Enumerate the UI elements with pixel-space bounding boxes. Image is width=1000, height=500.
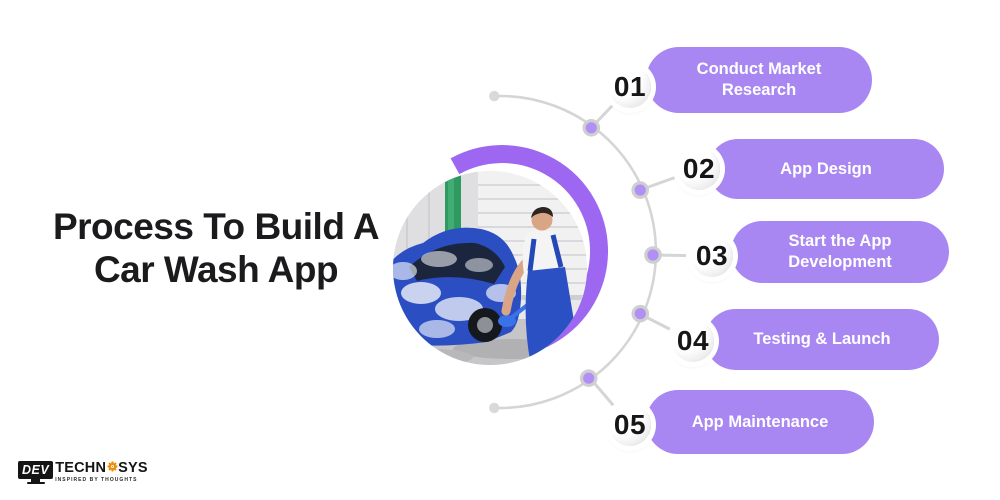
step-label-5: App Maintenance bbox=[691, 412, 829, 431]
step-pill-1: Conduct Market Research bbox=[646, 47, 872, 113]
step-label-1: Conduct Market Research bbox=[696, 60, 822, 99]
page-title-line2: Car Wash App bbox=[93, 248, 339, 290]
step-pill-5: App Maintenance bbox=[646, 390, 874, 454]
car-wash-photo bbox=[393, 171, 587, 365]
dev-technosys-logo: DEV TECHN bbox=[18, 461, 148, 484]
step-number-4: 04 bbox=[672, 320, 714, 362]
logo-dev-text: DEV bbox=[18, 461, 54, 479]
gear-icon bbox=[107, 461, 118, 476]
step-number-5: 05 bbox=[609, 404, 651, 446]
step-pill-3: Start the App Development bbox=[731, 221, 949, 283]
step-number-5-text: 05 bbox=[613, 409, 647, 440]
step-node-dot bbox=[631, 304, 650, 323]
page-title-line1: Process To Build A bbox=[52, 206, 380, 247]
logo-monitor-stand bbox=[31, 478, 41, 482]
step-node-dot bbox=[631, 181, 649, 199]
logo-brand-left: TECHN bbox=[55, 460, 107, 476]
step-nodes bbox=[579, 119, 662, 387]
arc-endpoint-dot bbox=[489, 402, 500, 414]
logo-monitor-icon: DEV bbox=[18, 461, 54, 484]
step-number-1: 01 bbox=[609, 66, 651, 108]
step-number-4-text: 04 bbox=[676, 325, 710, 356]
step-pill-2: App Design bbox=[708, 139, 944, 199]
connector-lines bbox=[588, 85, 714, 427]
step-node-dot bbox=[579, 369, 598, 387]
arc-endpoint-dot bbox=[489, 90, 500, 102]
step-node-dot bbox=[644, 246, 662, 264]
logo-brand-right: SYS bbox=[118, 460, 148, 476]
step-node-dot bbox=[582, 119, 601, 137]
step-number-2-text: 02 bbox=[682, 153, 716, 184]
step-number-3-text: 03 bbox=[695, 240, 729, 271]
step-number-3: 03 bbox=[691, 235, 733, 277]
car-wash-photo-art bbox=[393, 171, 587, 365]
step-label-3: Start the App Development bbox=[788, 232, 892, 271]
step-number-1-text: 01 bbox=[613, 71, 647, 102]
step-pill-4: Testing & Launch bbox=[705, 309, 939, 370]
logo-monitor-base bbox=[26, 481, 45, 484]
step-label-4: Testing & Launch bbox=[753, 330, 891, 349]
logo-tagline: INSPIRED BY THOUGHTS bbox=[55, 477, 138, 483]
page-title: Process To Build A Car Wash App bbox=[40, 206, 392, 292]
step-number-2: 02 bbox=[678, 148, 720, 190]
step-label-2: App Design bbox=[780, 159, 872, 178]
